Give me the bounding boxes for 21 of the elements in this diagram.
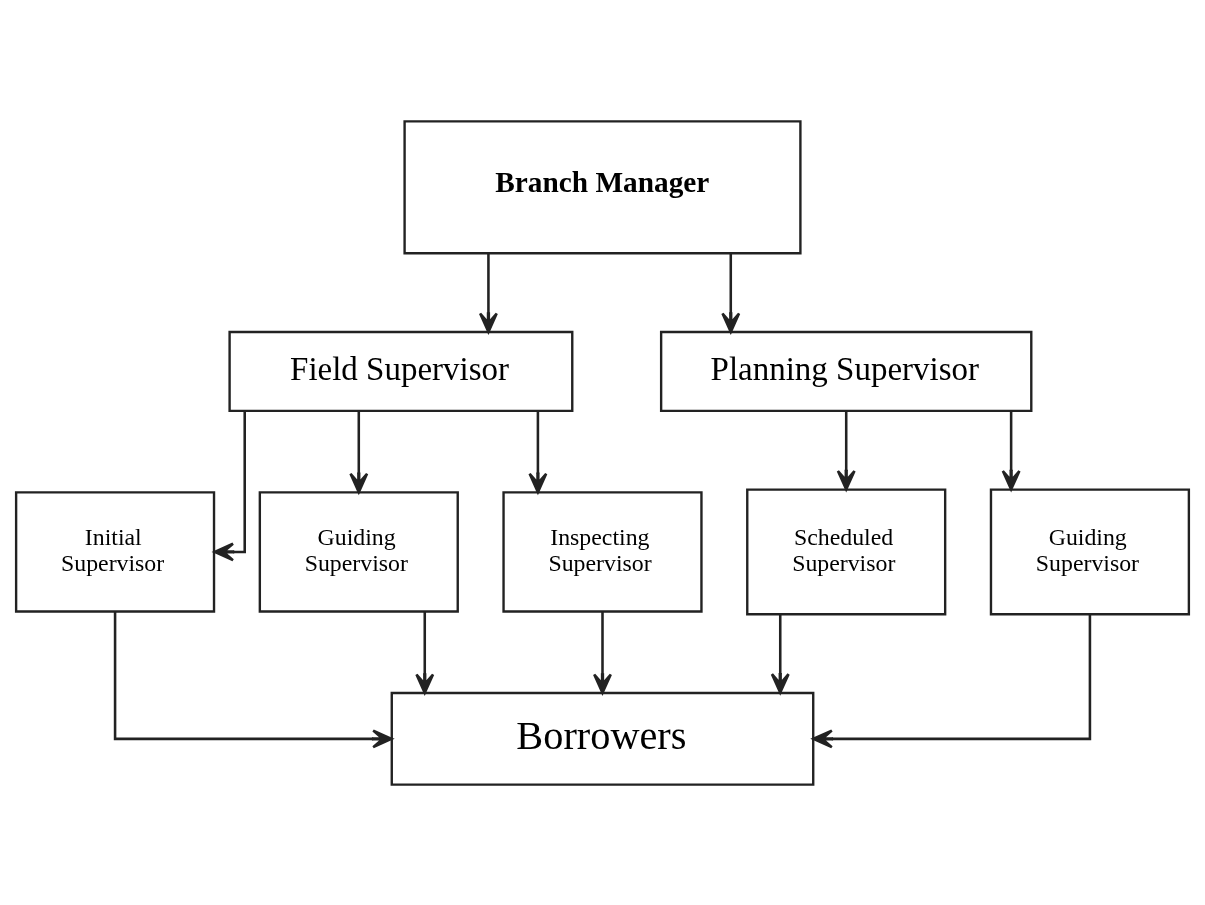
- arrow: [836, 411, 856, 491]
- node-box: Guiding Supervisor: [989, 487, 1191, 615]
- arrow: [478, 253, 498, 333]
- arrow: [721, 253, 741, 333]
- arrow: [213, 411, 246, 561]
- arrow: [113, 611, 393, 748]
- arrow: [770, 614, 790, 694]
- arrow: [415, 611, 435, 694]
- node-box: Inspecting Supervisor: [502, 490, 703, 613]
- node-box: Planning Supervisor: [659, 330, 1033, 412]
- node-box: Initial Supervisor: [14, 490, 216, 613]
- node-box: Field Supervisor: [228, 330, 574, 412]
- arrow: [1001, 411, 1021, 491]
- arrow: [349, 411, 369, 493]
- arrow: [592, 611, 613, 694]
- arrow: [528, 411, 548, 493]
- node-box: Branch Manager: [403, 119, 802, 254]
- node-box: Guiding Supervisor: [258, 490, 459, 613]
- node-box: Scheduled Supervisor: [746, 487, 947, 615]
- arrow: [812, 614, 1092, 748]
- node-box: Borrowers: [390, 691, 815, 786]
